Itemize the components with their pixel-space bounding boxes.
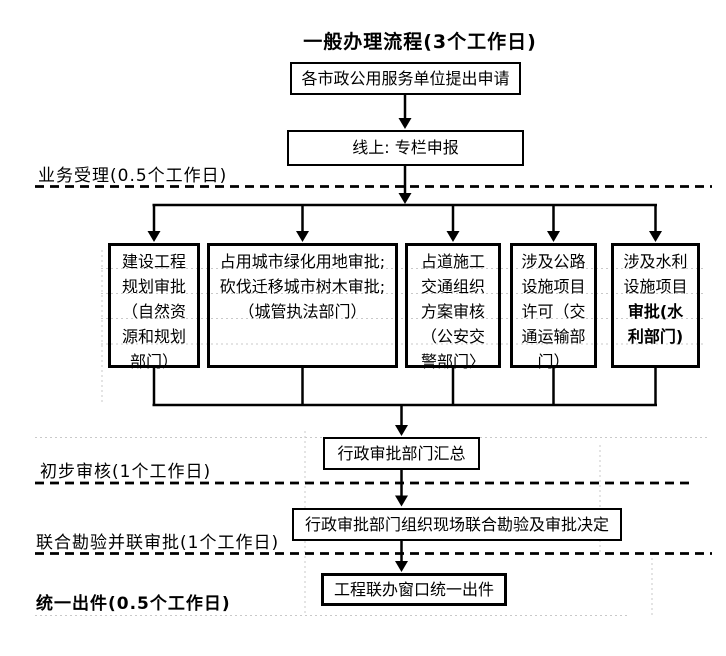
node-online-declare: 线上: 专栏申报 [287, 130, 524, 166]
node-water-approval-bold-text: 审批(水 利部门) [627, 302, 684, 346]
phase-label-output: 统一出件(0.5个工作日) [36, 594, 231, 614]
phase-label-review: 初步审核(1个工作日) [40, 462, 212, 482]
node-joint-review: 行政审批部门组织现场联合勘验及审批决定 [292, 508, 622, 541]
node-greening-approval: 占用城市绿化用地审批; 砍伐迁移城市树木审批; （城管执法部门） [207, 243, 398, 368]
node-water-approval: 涉及水利 设施项目审批(水 利部门) [611, 243, 700, 368]
phase-label-joint: 联合勘验并联审批(1个工作日) [36, 533, 280, 553]
node-apply: 各市政公用服务单位提出申请 [290, 62, 521, 95]
node-unified-output: 工程联办窗口统一出件 [321, 573, 507, 606]
arrowheads [147, 118, 662, 572]
page-title: 一般办理流程(3个工作日) [303, 31, 537, 53]
flow-connectors [152, 95, 657, 562]
phase-label-accept: 业务受理(0.5个工作日) [38, 166, 228, 186]
node-highway-approval: 涉及公路 设施项目 许可（交 通运输部 门） [510, 243, 597, 371]
node-planning-approval: 建设工程 规划审批 （自然资 源和规划 部门） [108, 243, 200, 371]
phase-divider-lines [35, 185, 712, 555]
node-summary: 行政审批部门汇总 [323, 437, 480, 470]
node-water-approval-text: 涉及水利 设施项目 [623, 252, 688, 296]
node-traffic-approval: 占道施工 交通组织 方案审核 （公安交 警部门〉 [405, 243, 501, 371]
